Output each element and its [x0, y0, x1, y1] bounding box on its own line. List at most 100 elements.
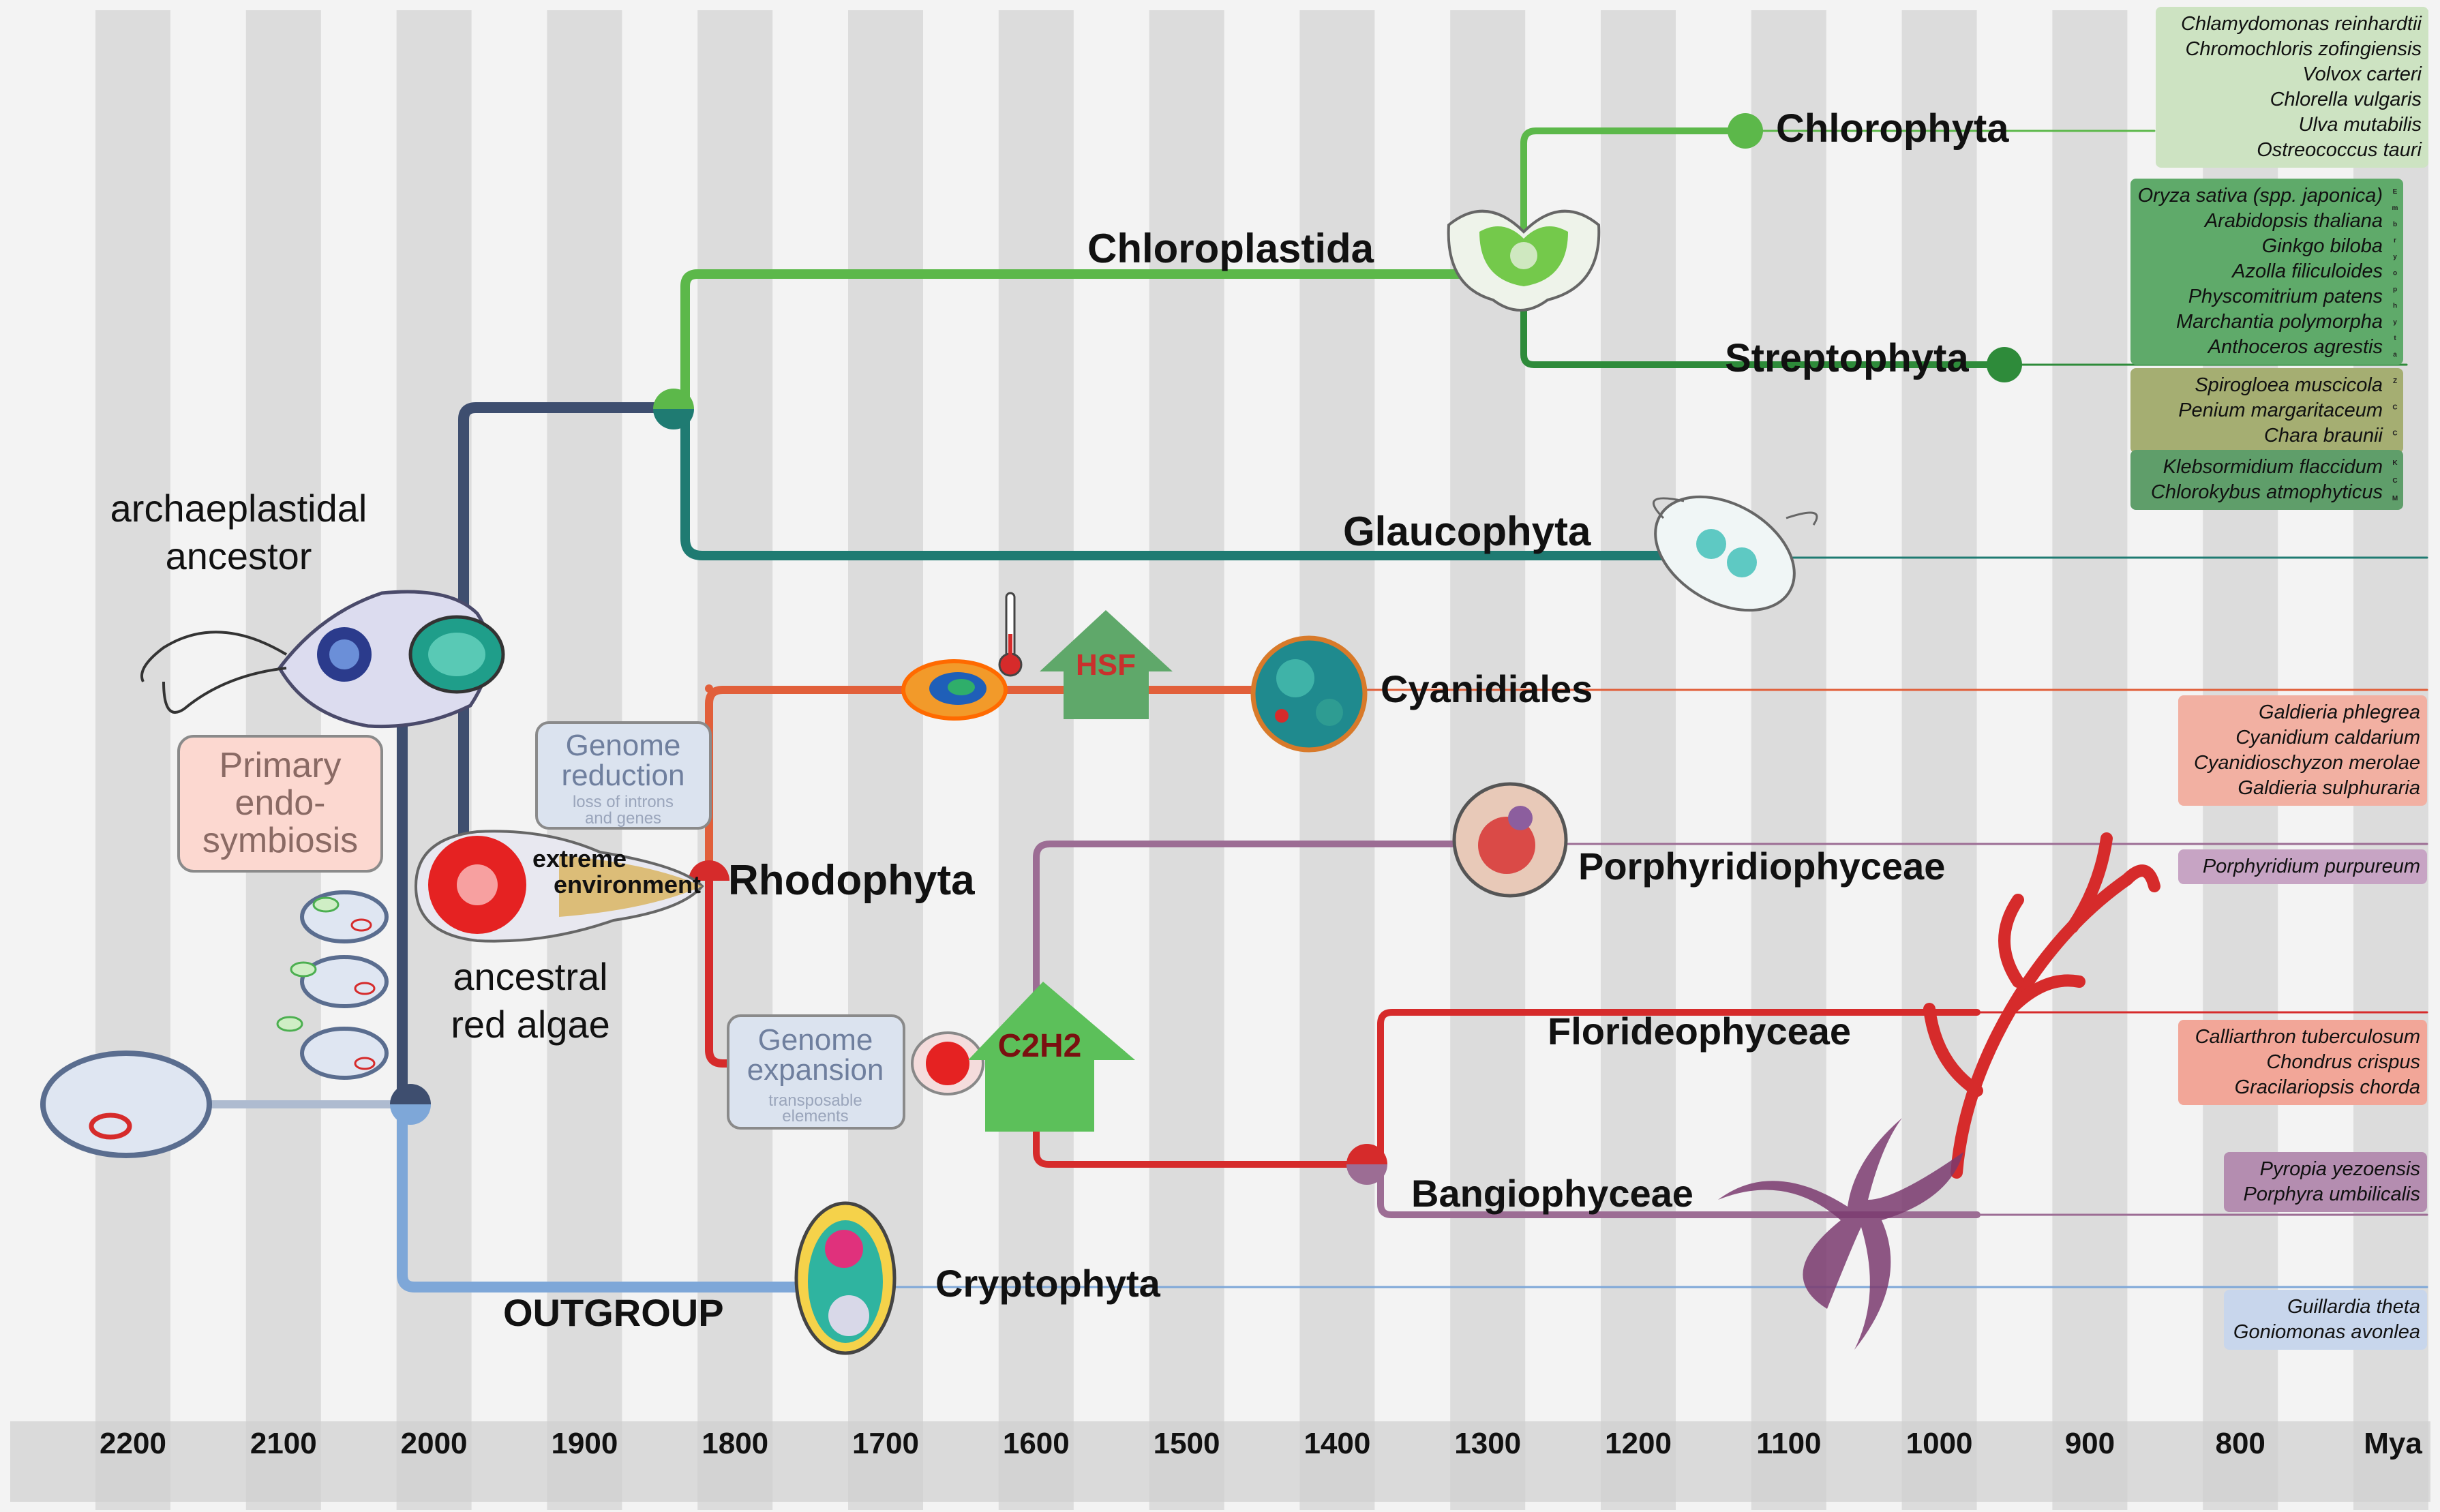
- species-name: Galdieria sulphuraria: [2238, 777, 2420, 799]
- clade-glaucophyta: Glaucophyta: [1343, 509, 1591, 554]
- thermometer-icon: [998, 592, 1023, 677]
- species-box-bg: [2178, 695, 2427, 806]
- species-box-bg: [2224, 1152, 2427, 1212]
- species-box-bg: [2224, 1290, 2427, 1350]
- tree-branches: [204, 127, 2428, 1292]
- branch-florideophyceae: [1377, 1009, 1980, 1168]
- axis-tick-label: 800: [2215, 1427, 2265, 1460]
- purple-seaweed-icon: [1718, 1118, 1963, 1350]
- node-archaeplastida-top: [653, 389, 694, 409]
- species-group-letter: o: [2393, 270, 2397, 277]
- axis-tick-label: 1200: [1605, 1427, 1672, 1460]
- species-box-bg: [2130, 368, 2403, 453]
- species-name: Marchantia polymorpha: [2176, 311, 2383, 333]
- axis-tick-label: 2100: [250, 1427, 317, 1460]
- genome-reduction-sub-2: and genes: [585, 809, 661, 828]
- axis-unit-label: Mya: [2364, 1427, 2422, 1460]
- species-name: Oryza sativa (spp. japonica): [2138, 185, 2383, 207]
- time-stripe: [2052, 10, 2128, 1510]
- species-name: Chlorokybus atmophyticus: [2151, 481, 2383, 503]
- species-group-letter: p: [2393, 286, 2397, 293]
- node-rhodophyta: [689, 860, 729, 881]
- genome-reduction-line-2: reduction: [561, 759, 684, 792]
- extreme-label-2: environment: [554, 871, 701, 898]
- branch-cyanidiales: [705, 686, 1299, 883]
- species-box-bg: [2156, 7, 2428, 168]
- branch-backbone-upper: [458, 402, 680, 858]
- c2h2-arrow-icon: [968, 982, 1135, 1132]
- axis-tick-label: 1600: [1003, 1427, 1070, 1460]
- species-name: Cyanidium caldarium: [2235, 727, 2420, 749]
- labels: archaeplastidal ancestor ancestral red a…: [110, 106, 2010, 1334]
- species-group-letter: K: [2392, 459, 2398, 467]
- branch-streptophyta: [1520, 271, 2008, 368]
- species-box-bg: [2178, 849, 2427, 884]
- species-name: Spirogloea muscicola: [2195, 374, 2383, 396]
- species-group-letter: t: [2394, 335, 2396, 342]
- axis-tick-label: 1500: [1154, 1427, 1220, 1460]
- time-stripe: [1601, 10, 1676, 1510]
- primary-line-1: Primary: [219, 746, 341, 785]
- axis-tick-label: 1100: [1756, 1427, 1821, 1460]
- axis-tick-label: 1000: [1906, 1427, 1973, 1460]
- species-name: Chlamydomonas reinhardtii: [2181, 13, 2423, 35]
- c2h2-label: C2H2: [998, 1028, 1082, 1064]
- species-box-bg: [2178, 1020, 2427, 1105]
- branch-chlorophyta: [1520, 127, 1749, 277]
- genome-reduction-sub-1: loss of introns: [573, 793, 674, 811]
- genome-reduction-box: [535, 721, 712, 830]
- ancestral-red-alga-icon: [414, 830, 704, 943]
- species-name: Chara braunii: [2264, 425, 2384, 447]
- species-group-letter: C: [2392, 404, 2397, 411]
- hsf-label: HSF: [1076, 648, 1136, 682]
- clade-cryptophyta: Cryptophyta: [935, 1262, 1161, 1305]
- genome-expansion-line-1: Genome: [758, 1023, 873, 1057]
- species-name: Gracilariopsis chorda: [2235, 1076, 2420, 1098]
- species-name: Goniomonas avonlea: [2233, 1321, 2420, 1343]
- genome-expansion-box: [727, 1014, 905, 1130]
- genome-expansion-sub-1: transposable: [768, 1091, 862, 1110]
- species-group-letter: a: [2393, 351, 2397, 359]
- clade-streptophyta: Streptophyta: [1725, 336, 1969, 380]
- branch-bangiophyceae: [1377, 1161, 1980, 1218]
- axis-tick-label: 900: [2065, 1427, 2115, 1460]
- outgroup-label: OUTGROUP: [503, 1291, 724, 1334]
- species-group-letter: y: [2393, 318, 2397, 326]
- axis-tick-label: 2200: [100, 1427, 166, 1460]
- time-stripe: [998, 10, 1074, 1510]
- node-chlorophyta: [1728, 113, 1763, 149]
- axis-tick-label: 1400: [1304, 1427, 1370, 1460]
- extreme-label-1: extreme: [532, 845, 627, 873]
- species-group-letter: M: [2392, 495, 2398, 502]
- species-group-letter: E: [2393, 188, 2398, 196]
- branch-outgroup: [397, 1099, 824, 1292]
- time-stripe: [95, 10, 170, 1510]
- axis-tick-label: 1700: [852, 1427, 919, 1460]
- cryptophyta-cell-icon: [794, 1201, 897, 1355]
- node-root-bottom: [390, 1104, 431, 1125]
- species-group-letter: C: [2392, 477, 2397, 485]
- branch-florideo-bangio-stem: [1033, 1115, 1360, 1168]
- glaucophyte-cell-icon: [1653, 495, 1818, 612]
- archaeplastidal-label-1: archaeplastidal: [110, 487, 367, 530]
- seaweed-icon: [1923, 832, 2160, 1179]
- species-name: Klebsormidium flaccidum: [2163, 456, 2383, 478]
- species-name: Porphyra umbilicalis: [2244, 1183, 2421, 1205]
- species-name: Volvox carteri: [2302, 63, 2422, 85]
- species-group-letter: b: [2393, 221, 2397, 228]
- genome-expansion-sub-2: elements: [782, 1107, 848, 1125]
- clade-chloroplastida: Chloroplastida: [1087, 226, 1374, 271]
- annotation-boxes: Primary endo- symbiosis Genome reduction…: [177, 721, 905, 1130]
- species-box-bg: [2130, 450, 2403, 510]
- genome-reduction-line-1: Genome: [566, 729, 681, 762]
- ancestor-cell-icon: [140, 590, 505, 729]
- species-name: Physcomitrium patens: [2188, 286, 2383, 307]
- species-group-letter: h: [2393, 302, 2397, 309]
- axis-tick-label: 1800: [702, 1427, 768, 1460]
